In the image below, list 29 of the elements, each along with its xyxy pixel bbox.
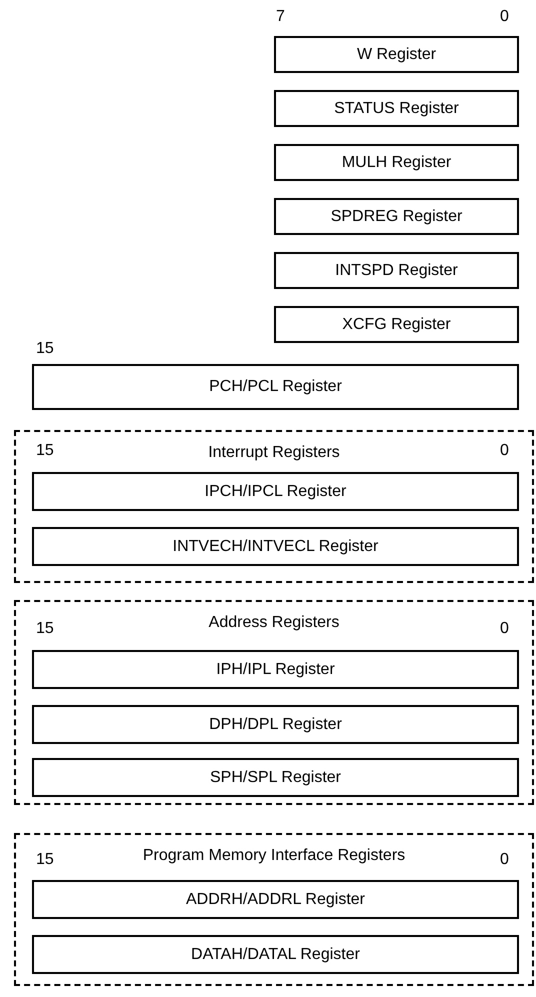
- bit-number: 0: [500, 620, 509, 638]
- register-box: STATUS Register: [274, 90, 519, 127]
- register-box: W Register: [274, 36, 519, 73]
- bit-number: 15: [36, 620, 54, 638]
- register-box: ADDRH/ADDRL Register: [32, 880, 519, 919]
- bit-number: 0: [500, 8, 509, 26]
- bit-number: 15: [36, 851, 54, 869]
- register-box: SPH/SPL Register: [32, 758, 519, 797]
- register-box: MULH Register: [274, 144, 519, 181]
- dashed-group-box: [14, 833, 534, 986]
- register-box: DATAH/DATAL Register: [32, 935, 519, 974]
- dashed-group-box: [14, 430, 534, 583]
- register-box: DPH/DPL Register: [32, 705, 519, 744]
- register-box: INTVECH/INTVECL Register: [32, 527, 519, 566]
- register-box: IPCH/IPCL Register: [32, 472, 519, 511]
- register-box: IPH/IPL Register: [32, 650, 519, 689]
- register-box: SPDREG Register: [274, 198, 519, 235]
- register-box: XCFG Register: [274, 306, 519, 343]
- bit-number: 0: [500, 851, 509, 869]
- dashed-group-box: [14, 600, 534, 805]
- group-title: Program Memory Interface Registers: [142, 847, 406, 864]
- bit-number: 15: [36, 340, 54, 358]
- bit-number: 0: [500, 442, 509, 460]
- group-title: Address Registers: [208, 614, 340, 631]
- bit-number: 15: [36, 442, 54, 460]
- register-box: PCH/PCL Register: [32, 364, 519, 410]
- bit-number: 7: [276, 8, 285, 26]
- register-box: INTSPD Register: [274, 252, 519, 289]
- group-title: Interrupt Registers: [208, 444, 340, 461]
